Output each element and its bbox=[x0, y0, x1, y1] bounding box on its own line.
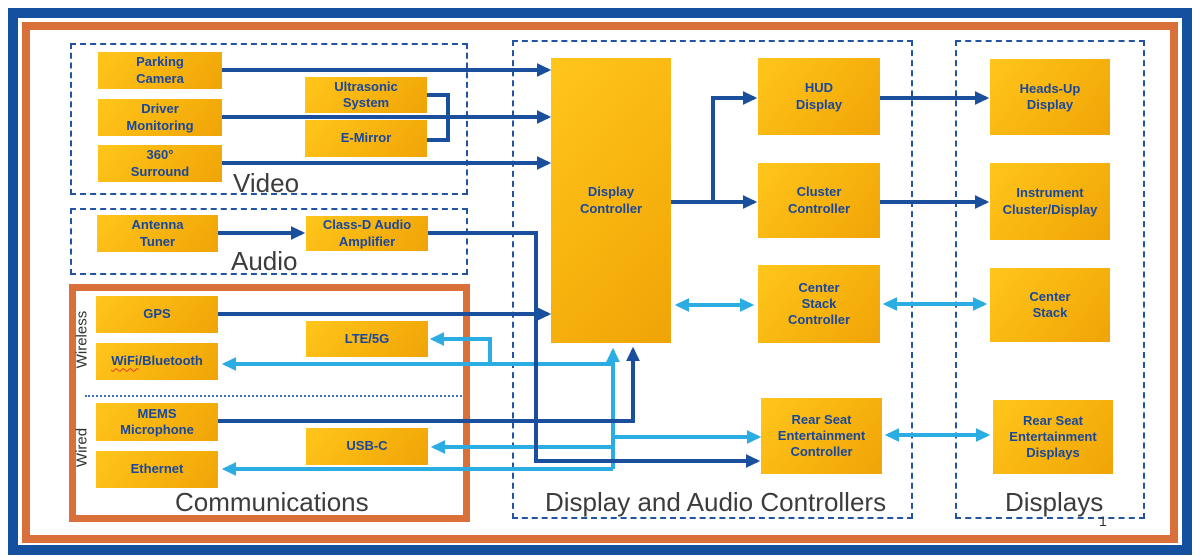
zone-displays bbox=[955, 40, 1145, 519]
audio-section-label: Audio bbox=[231, 246, 298, 276]
node-instrument-cluster-display: Instrument Cluster/Display bbox=[990, 163, 1110, 240]
wireless-group-label: Wireless bbox=[73, 310, 91, 369]
node-mems-microphone: MEMS Microphone bbox=[96, 403, 218, 441]
node-rear-seat-entertainment-displays: Rear Seat Entertainment Displays bbox=[993, 400, 1113, 474]
node-cluster-controller: Cluster Controller bbox=[758, 163, 880, 238]
page-number: 1 bbox=[1099, 513, 1107, 529]
wifi-label-part: WiFi bbox=[111, 353, 139, 369]
node-ethernet: Ethernet bbox=[96, 451, 218, 488]
wireless-wired-divider bbox=[85, 395, 462, 397]
node-usb-c: USB-C bbox=[306, 428, 428, 465]
node-rear-seat-entertainment-controller: Rear Seat Entertainment Controller bbox=[761, 398, 882, 474]
node-parking-camera: Parking Camera bbox=[98, 52, 222, 89]
node-antenna-tuner: Antenna Tuner bbox=[97, 215, 218, 252]
node-360-surround: 360° Surround bbox=[98, 145, 222, 182]
displays-section-label: Displays bbox=[1005, 487, 1104, 517]
slide-border-inner bbox=[22, 22, 1178, 543]
node-wifi-bluetooth: WiFi/Bluetooth bbox=[96, 343, 218, 380]
communications-section-label: Communications bbox=[175, 487, 369, 517]
bluetooth-label-part: /Bluetooth bbox=[138, 353, 203, 369]
node-display-controller: Display Controller bbox=[551, 58, 671, 343]
node-class-d-audio-amplifier: Class-D Audio Amplifier bbox=[306, 216, 428, 251]
node-ultrasonic-system: Ultrasonic System bbox=[305, 77, 427, 113]
controllers-section-label: Display and Audio Controllers bbox=[545, 487, 887, 517]
node-center-stack-controller: Center Stack Controller bbox=[758, 265, 880, 343]
node-heads-up-display: Heads-Up Display bbox=[990, 59, 1110, 135]
wired-group-label: Wired bbox=[73, 427, 91, 468]
zone-video bbox=[70, 43, 468, 195]
video-section-label: Video bbox=[233, 168, 300, 198]
node-e-mirror: E-Mirror bbox=[305, 120, 427, 157]
node-hud-display: HUD Display bbox=[758, 58, 880, 135]
node-driver-monitoring: Driver Monitoring bbox=[98, 99, 222, 136]
node-lte-5g: LTE/5G bbox=[306, 321, 428, 357]
slide-border-outer bbox=[8, 8, 1192, 555]
node-gps: GPS bbox=[96, 296, 218, 333]
node-center-stack: Center Stack bbox=[990, 268, 1110, 342]
